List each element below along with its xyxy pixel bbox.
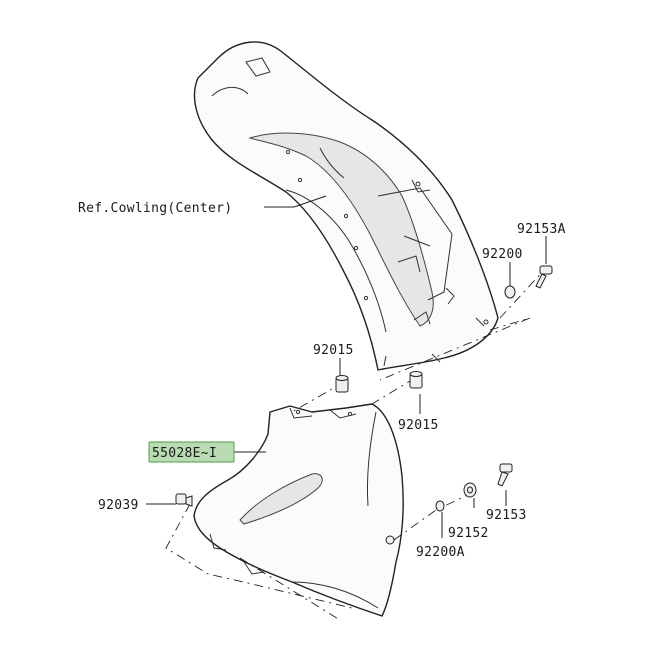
hardware bbox=[175, 265, 553, 512]
label-92015-right[interactable]: 92015 bbox=[398, 418, 439, 433]
label-55028e-i[interactable]: 55028E~I bbox=[152, 446, 217, 461]
clip-92039-icon bbox=[175, 493, 193, 507]
grommet-92015-right-icon bbox=[409, 371, 423, 389]
label-92200a[interactable]: 92200A bbox=[416, 545, 465, 560]
part-highlight bbox=[148, 441, 235, 463]
side-cowling-part[interactable] bbox=[193, 403, 404, 617]
bolt-92153a-icon bbox=[535, 265, 553, 289]
washer-92200-icon bbox=[504, 285, 516, 299]
label-ref-cowling-center: Ref.Cowling(Center) bbox=[78, 201, 232, 216]
label-92153a[interactable]: 92153A bbox=[517, 222, 566, 237]
grommet-92015-left-icon bbox=[335, 375, 349, 393]
collar-92152-icon bbox=[463, 482, 477, 498]
label-92200[interactable]: 92200 bbox=[482, 247, 523, 262]
assembly-lines bbox=[165, 267, 547, 621]
bolt-92153-icon bbox=[497, 463, 513, 487]
label-92152[interactable]: 92152 bbox=[448, 526, 489, 541]
label-92015-top[interactable]: 92015 bbox=[313, 343, 354, 358]
label-92153[interactable]: 92153 bbox=[486, 508, 527, 523]
leader-lines bbox=[146, 195, 547, 538]
label-92039[interactable]: 92039 bbox=[98, 498, 139, 513]
center-cowling-part bbox=[193, 41, 499, 371]
washer-92200a-icon bbox=[435, 500, 445, 512]
